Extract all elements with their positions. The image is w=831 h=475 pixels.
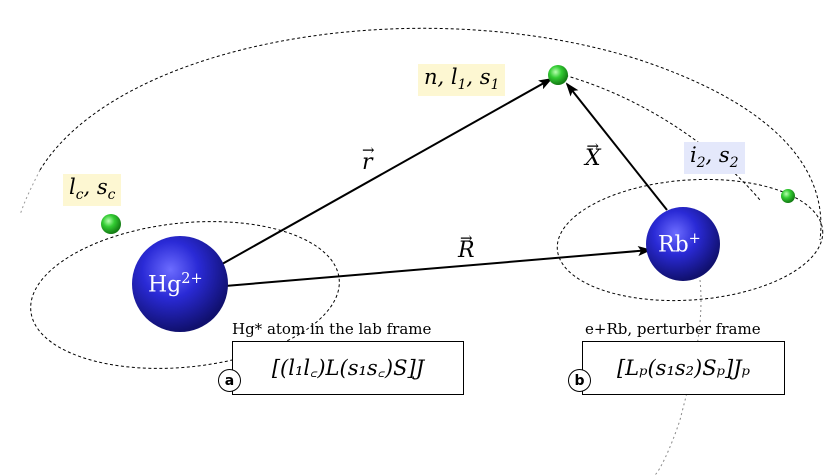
rb-charge: + bbox=[688, 231, 701, 247]
frame-b-caption: e+Rb, perturber frame bbox=[585, 320, 761, 338]
rb-electron bbox=[781, 189, 795, 203]
core-electron bbox=[101, 214, 121, 234]
frame-b-coupling: [Lₚ(s₁s₂)Sₚ]Jₚ bbox=[616, 356, 751, 380]
vector-X-label: →X bbox=[585, 137, 601, 171]
outer-electron-sub2: 1 bbox=[490, 77, 500, 94]
rb-electron-sub2: 2 bbox=[729, 155, 739, 172]
rb-electron-label: i2, s2 bbox=[684, 142, 745, 175]
core-electron-sub2: c bbox=[107, 187, 116, 204]
rb-electron-text: i bbox=[690, 143, 697, 167]
outer-orbit bbox=[39, 27, 822, 241]
frame-b-coupling-box: [Lₚ(s₁s₂)Sₚ]Jₚ bbox=[582, 341, 785, 395]
frame-a-coupling-box: [(l₁l꜀)L(s₁s꜀)S]J bbox=[232, 341, 464, 395]
hg-ion-label: Hg2+ bbox=[148, 272, 203, 296]
hg-core-orbit bbox=[30, 221, 340, 369]
frame-b-tag: b bbox=[568, 369, 591, 392]
rb-ion-label: Rb+ bbox=[658, 232, 701, 256]
outer-electron bbox=[548, 65, 568, 85]
vector-r-arrow bbox=[214, 78, 553, 269]
hg-ion bbox=[132, 236, 228, 332]
core-electron-sub: c bbox=[75, 187, 84, 204]
frame-a-coupling: [(l₁l꜀)L(s₁s꜀)S]J bbox=[271, 356, 425, 380]
vector-R-arrow bbox=[224, 246, 652, 287]
core-electron-text: l bbox=[69, 175, 76, 199]
rb-drop-line bbox=[654, 279, 702, 475]
vector-X-symbol: X bbox=[585, 146, 601, 171]
rb-symbol: Rb bbox=[658, 232, 689, 258]
core-electron-label: lc, sc bbox=[63, 174, 122, 207]
hg-symbol: Hg bbox=[148, 272, 182, 298]
outer-electron-text2: , s bbox=[466, 65, 491, 89]
outer-electron-sub: 1 bbox=[457, 77, 467, 94]
outer-orbit-fade bbox=[19, 169, 41, 216]
vector-R-symbol: R bbox=[458, 238, 475, 263]
frame-a-tag: a bbox=[218, 369, 241, 392]
vector-r-label: →r bbox=[362, 141, 375, 175]
rb-orbit bbox=[556, 178, 824, 302]
rb-electron-sub: 2 bbox=[696, 155, 706, 172]
outer-electron-text: n, l bbox=[424, 65, 458, 89]
outer-electron-label: n, l1, s1 bbox=[418, 64, 506, 97]
electron-path bbox=[559, 73, 761, 201]
vector-r-symbol: r bbox=[362, 150, 373, 175]
core-electron-text2: , s bbox=[83, 175, 108, 199]
vector-R-label: →R bbox=[458, 229, 475, 263]
hg-charge: 2+ bbox=[181, 271, 203, 287]
frame-a-caption: Hg* atom in the lab frame bbox=[232, 320, 432, 338]
vector-X-arrow bbox=[565, 82, 668, 211]
rb-electron-text2: , s bbox=[705, 143, 730, 167]
rb-ion bbox=[646, 207, 720, 281]
